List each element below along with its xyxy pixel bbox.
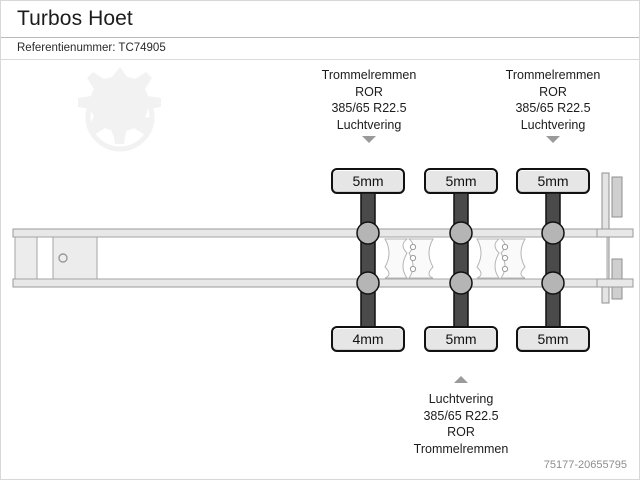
axle-spec-bottom-1-line3: ROR	[447, 425, 475, 439]
arrow-down-icon-top-2	[546, 136, 560, 143]
axle-bars-overlay	[360, 236, 561, 280]
axle-spec-bottom-1-line1: Luchtvering	[428, 392, 494, 406]
measurement-value-bottom-3: 5mm	[537, 331, 569, 347]
reference-number: Referentienummer: TC74905	[17, 42, 166, 54]
sub-header-divider	[1, 59, 639, 60]
suspension-plate-1	[384, 238, 434, 279]
measurement-box-top-2[interactable]: 5mm	[424, 168, 498, 194]
axle-spec-top-2-line2: ROR	[539, 84, 567, 99]
measurement-value-bottom-2: 5mm	[445, 331, 477, 347]
chassis-rail-bottom	[12, 278, 634, 288]
rear-rail-stubs	[596, 228, 634, 288]
measurement-box-bottom-2[interactable]: 5mm	[424, 326, 498, 352]
listing-code: 75177-20655795	[543, 459, 627, 471]
axle-spec-top-2-line3: 385/65 R22.5	[515, 101, 591, 115]
axle-spec-top-1-line1: Trommelremmen	[321, 68, 417, 82]
measurement-value-bottom-1: 4mm	[352, 331, 384, 347]
measurement-box-bottom-3[interactable]: 5mm	[516, 326, 590, 352]
measurement-value-top-1: 5mm	[352, 173, 384, 189]
axle-spec-top-1-line4: Luchtvering	[336, 117, 402, 132]
axle-spec-top-1: Trommelremmen ROR 385/65 R22.5 Luchtveri…	[289, 67, 449, 133]
front-plate-assembly	[14, 236, 98, 280]
axle-spec-top-2-line4: Luchtvering	[520, 117, 586, 132]
axle-spec-bottom-1: Luchtvering 385/65 R22.5 ROR Trommelremm…	[381, 391, 541, 457]
wheel-hubs	[356, 221, 565, 295]
measurement-box-bottom-1[interactable]: 4mm	[331, 326, 405, 352]
measurement-value-top-2: 5mm	[445, 173, 477, 189]
chassis-rail-top	[12, 228, 634, 238]
arrow-down-icon-top-1	[362, 136, 376, 143]
axle-spec-top-2-line1: Trommelremmen	[505, 68, 601, 82]
suspension-plate-2	[476, 238, 526, 279]
kingpin-circle	[58, 253, 68, 263]
axle-spec-top-1-line2: ROR	[355, 84, 383, 99]
axle-spec-top-1-line3: 385/65 R22.5	[331, 101, 407, 115]
axle-spec-bottom-1-line2: 385/65 R22.5	[423, 408, 499, 423]
arrow-up-icon-bottom-1	[454, 376, 468, 383]
axle-spec-top-2: Trommelremmen ROR 385/65 R22.5 Luchtveri…	[473, 67, 633, 133]
measurement-value-top-3: 5mm	[537, 173, 569, 189]
header-divider	[1, 37, 639, 38]
measurement-box-top-1[interactable]: 5mm	[331, 168, 405, 194]
page-title: Turbos Hoet	[17, 7, 133, 30]
axle-spec-bottom-1-line4: Trommelremmen	[413, 441, 509, 456]
